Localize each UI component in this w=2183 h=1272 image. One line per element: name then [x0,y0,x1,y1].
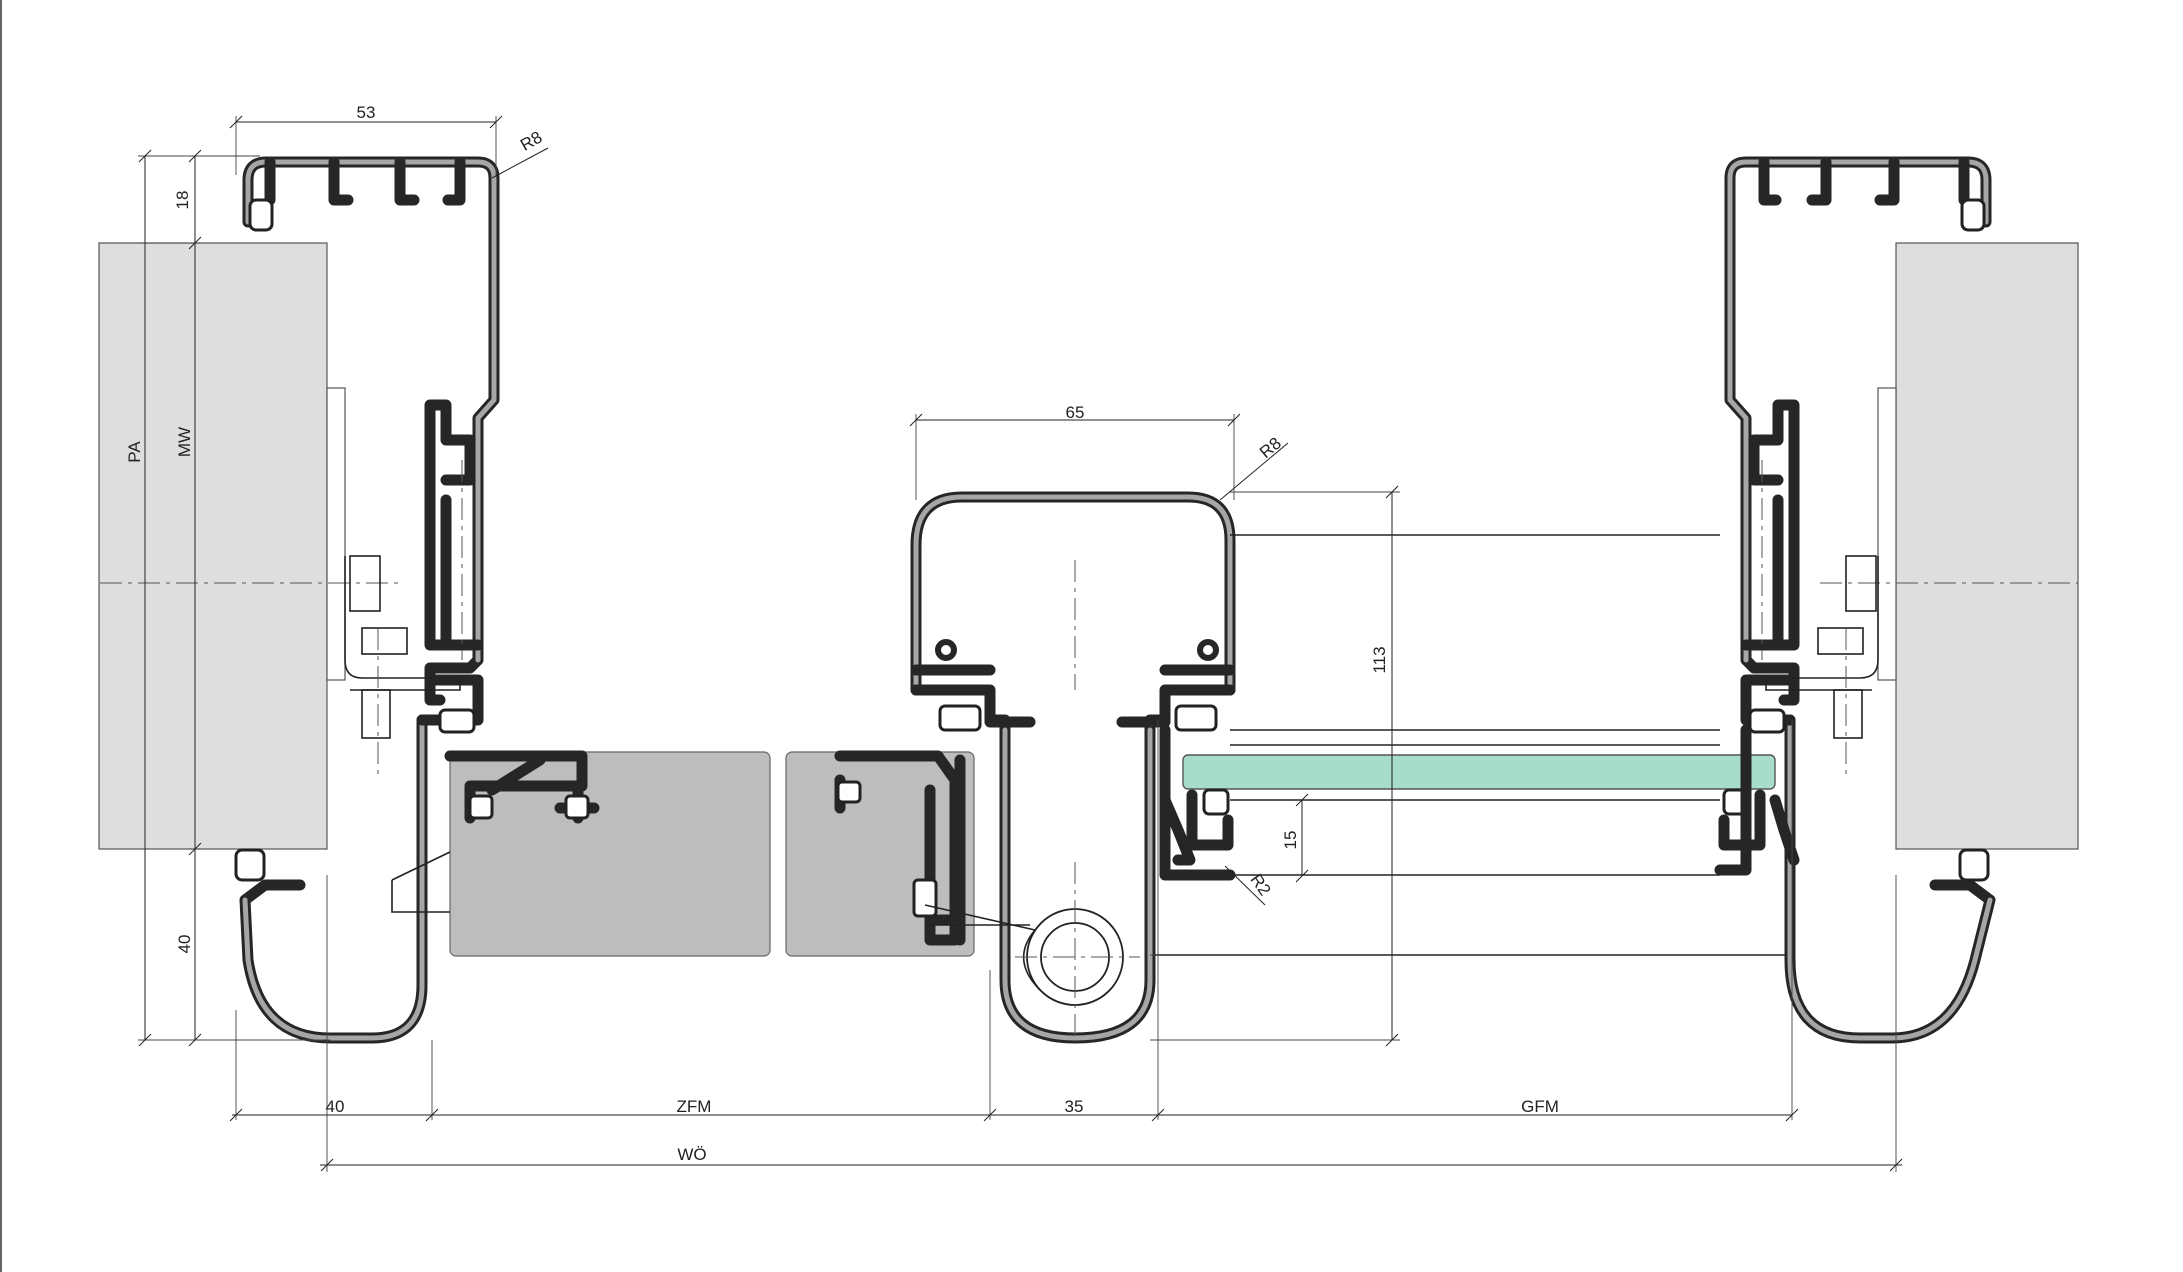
middle-mullion-profile [910,491,1236,1044]
dim-r8-mid: R8 [1256,434,1285,463]
dim-40-vertical: 40 [175,935,194,954]
door-leaf [391,750,975,957]
dim-wo: WÖ [677,1145,706,1164]
hinge [924,560,1178,1040]
dim-zfm: ZFM [677,1097,712,1116]
dim-35: 35 [1065,1097,1084,1116]
right-wall-reveal [1877,387,1897,681]
dim-40-bottom: 40 [326,1097,345,1116]
right-wall [1895,242,2079,850]
glass-pane [1182,754,1776,790]
left-frame-profile [234,156,500,1044]
dim-mw: MW [175,427,194,457]
dim-r8-left: R8 [517,128,545,155]
dim-18: 18 [173,191,192,210]
dim-53: 53 [357,103,376,122]
right-anchor-bracket [1761,460,1879,780]
dimension-lines [138,115,1903,1172]
dim-15: 15 [1281,831,1300,850]
left-wall [98,242,328,850]
left-anchor-bracket [344,460,463,780]
left-wall-reveal [326,387,346,681]
dim-pa: PA [125,441,144,463]
right-frame-profile [1714,156,1996,1044]
dim-65: 65 [1066,403,1085,422]
glazing [1155,534,1785,956]
dim-gfm: GFM [1521,1097,1559,1116]
door-panel-left [449,751,771,957]
dim-113: 113 [1370,646,1389,673]
